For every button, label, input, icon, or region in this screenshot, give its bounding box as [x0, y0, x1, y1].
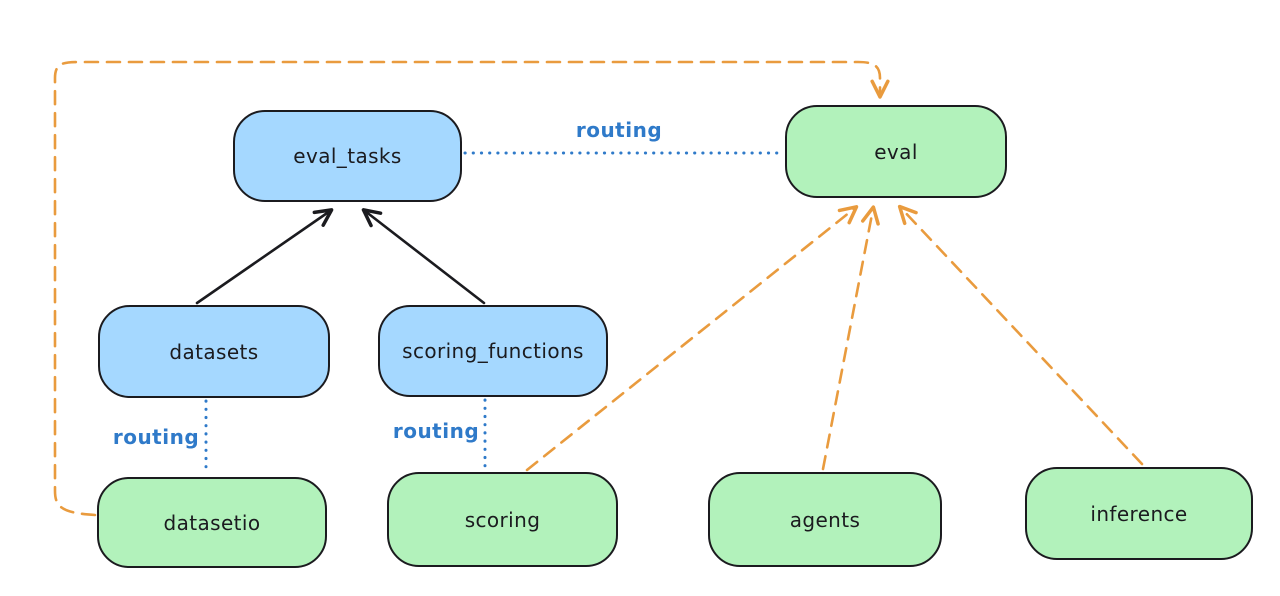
node-eval-tasks[interactable]: eval_tasks	[233, 110, 462, 202]
edge-scoring-functions-to-eval-tasks-arrow	[361, 208, 486, 305]
node-datasets-label: datasets	[169, 339, 259, 364]
node-inference[interactable]: inference	[1025, 467, 1253, 560]
edge-label-routing-eval-tasks-eval: routing	[575, 118, 663, 142]
node-datasetio[interactable]: datasetio	[97, 477, 327, 568]
edge-datasetio-to-eval-arrow	[53, 60, 890, 517]
edge-label-routing-scoring-functions-scoring: routing	[392, 419, 480, 443]
edge-scoring-to-eval-arrow	[525, 205, 859, 472]
node-inference-label: inference	[1090, 501, 1188, 526]
node-scoring[interactable]: scoring	[387, 472, 618, 567]
node-scoring-functions[interactable]: scoring_functions	[378, 305, 608, 397]
node-eval-tasks-label: eval_tasks	[293, 144, 402, 168]
node-agents[interactable]: agents	[708, 472, 942, 567]
edge-label-routing-datasets-datasetio: routing	[112, 425, 200, 449]
edge-inference-to-eval-arrow	[897, 204, 1144, 466]
node-eval-label: eval	[874, 139, 918, 164]
node-datasets[interactable]: datasets	[98, 305, 330, 398]
edge-agents-to-eval-arrow	[821, 205, 880, 471]
node-scoring-label: scoring	[464, 507, 541, 532]
edge-datasets-to-eval-tasks-arrow	[195, 208, 334, 305]
node-scoring-functions-label: scoring_functions	[402, 339, 584, 363]
node-datasetio-label: datasetio	[163, 510, 261, 535]
node-eval[interactable]: eval	[785, 105, 1007, 198]
node-agents-label: agents	[789, 507, 861, 532]
